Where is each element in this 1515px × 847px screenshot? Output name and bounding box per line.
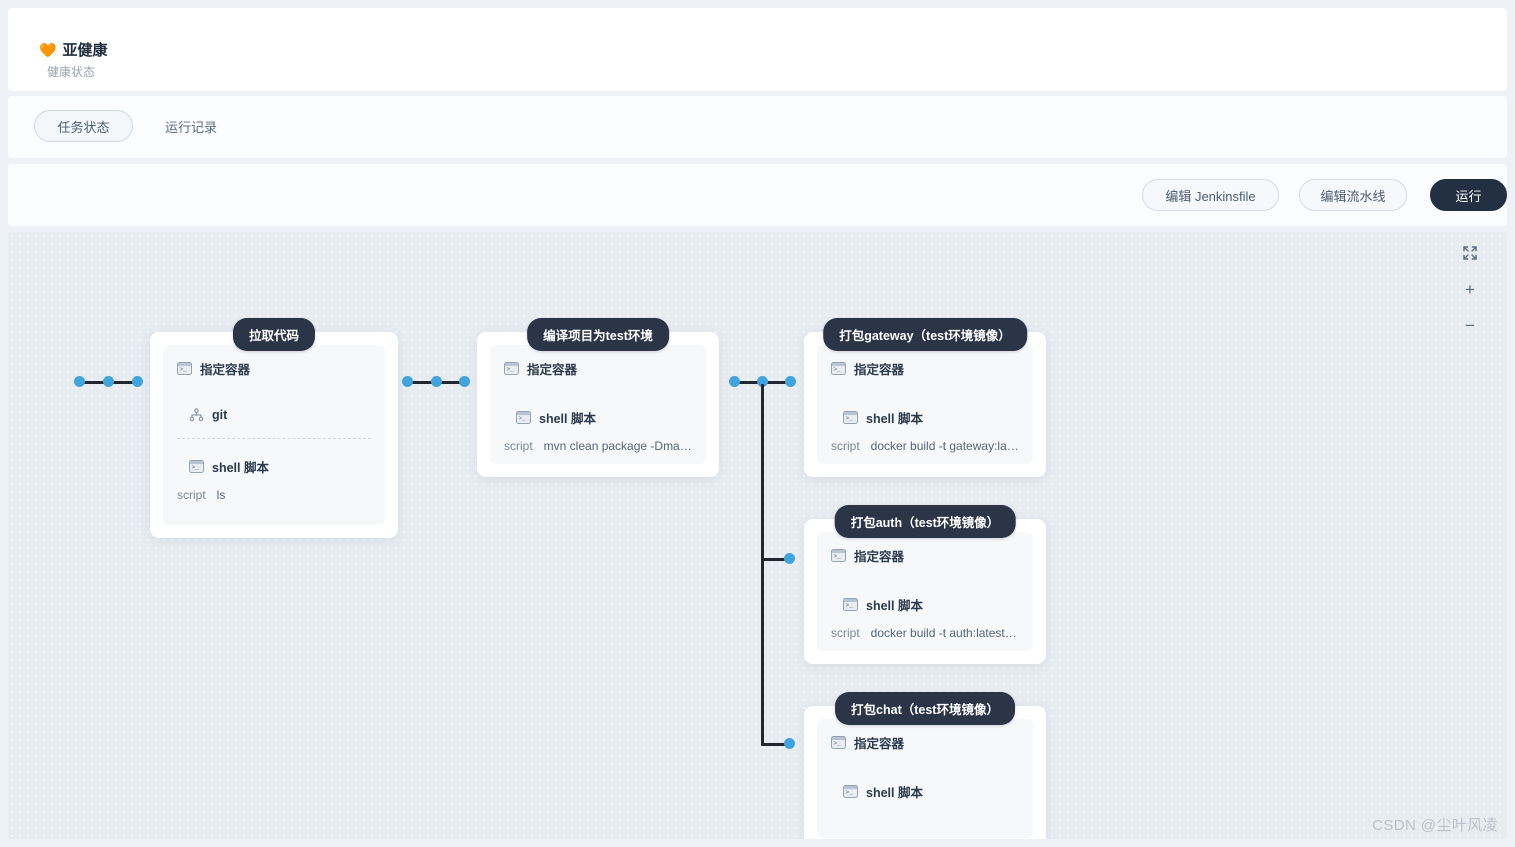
script-value: docker build -t gateway:late... [870,439,1019,453]
stage-card[interactable]: 指定容器 git [150,332,398,538]
step-container[interactable]: 指定容器 [831,733,1019,752]
stage-card[interactable]: 指定容器 shell 脚本 script docker build -t gat… [804,332,1046,477]
step-label: shell 脚本 [539,412,596,426]
script-row: script docker build -t gateway:late... [831,439,1019,453]
connector-dot [785,376,796,387]
step-label: 指定容器 [854,550,905,564]
script-key: script [831,439,860,453]
connector-trunk [761,384,764,744]
terminal-icon [831,362,846,375]
connector-branch-line [761,743,793,746]
step-container[interactable]: 指定容器 [831,359,1019,378]
step-label: shell 脚本 [866,599,923,613]
script-key: script [504,439,533,453]
step-container[interactable]: 指定容器 [831,546,1019,565]
terminal-icon [831,736,846,749]
terminal-icon [189,460,204,473]
terminal-icon [843,785,858,798]
connector-dot [784,553,795,564]
step-shell[interactable]: shell 脚本 [504,408,692,427]
connector-dot [132,376,143,387]
step-shell[interactable]: shell 脚本 [831,408,1019,427]
step-label: 指定容器 [527,363,578,377]
script-row: script mvn clean package -Dmav... [504,439,692,453]
connector-dot [103,376,114,387]
step-label: shell 脚本 [866,786,923,800]
connector-dot [784,738,795,749]
connector-dot [459,376,470,387]
page-subtitle: 健康状态 [47,65,96,79]
page-title: 🧡 亚健康 [39,39,107,60]
script-key: script [831,626,860,640]
stage-card[interactable]: 指定容器 shell 脚本 script docker build -t aut… [804,519,1046,664]
tab-bar: 任务状态 运行记录 [8,96,1507,158]
stage-body: 指定容器 shell 脚本 script mvn clean package -… [490,345,706,464]
step-label: 指定容器 [200,363,251,377]
script-value: mvn clean package -Dmav... [543,439,692,453]
tab-run-records[interactable]: 运行记录 [164,119,217,135]
stage-card[interactable]: 指定容器 shell 脚本 script mvn clean package -… [477,332,719,477]
stage-label: 编译项目为test环境 [527,318,669,351]
stage-body: 指定容器 shell 脚本 script docker build -t gat… [817,345,1033,464]
step-divider [177,438,371,439]
step-label: shell 脚本 [866,412,923,426]
run-button[interactable]: 运行 [1430,179,1507,211]
terminal-icon [843,411,858,424]
step-container[interactable]: 指定容器 [177,359,371,378]
script-row: script ls [177,488,371,502]
step-label: 指定容器 [854,363,905,377]
git-icon [189,408,204,422]
tab-task-status[interactable]: 任务状态 [34,110,133,142]
connector-dot [402,376,413,387]
pipeline-canvas[interactable]: + − [8,232,1507,839]
watermark: CSDN @尘叶风凌 [1372,817,1498,834]
stage-label: 打包gateway（test环境镜像） [823,318,1027,351]
terminal-icon [504,362,519,375]
connector-dot [431,376,442,387]
terminal-icon [516,411,531,424]
orange-heart-icon: 🧡 [39,41,57,58]
stage-body: 指定容器 shell 脚本 [817,719,1033,838]
step-label: 指定容器 [854,737,905,751]
step-shell[interactable]: shell 脚本 [831,782,1019,801]
script-value: docker build -t auth:latest -f... [870,626,1019,640]
stage-card[interactable]: 指定容器 shell 脚本 [804,706,1046,839]
terminal-icon [177,362,192,375]
stage-body: 指定容器 git [163,345,385,525]
terminal-icon [843,598,858,611]
zoom-out-icon[interactable]: − [1465,315,1475,335]
script-key: script [177,488,206,502]
terminal-icon [831,549,846,562]
step-shell[interactable]: shell 脚本 [831,595,1019,614]
stage-label: 打包chat（test环境镜像） [835,692,1015,725]
script-row: script docker build -t auth:latest -f... [831,626,1019,640]
pipeline-toolbar: 编辑 Jenkinsfile 编辑流水线 运行 [8,164,1507,226]
zoom-in-icon[interactable]: + [1465,279,1475,299]
fit-screen-icon[interactable] [1461,244,1479,262]
step-label: shell 脚本 [212,461,269,475]
edit-pipeline-button[interactable]: 编辑流水线 [1299,179,1407,211]
step-container[interactable]: 指定容器 [504,359,692,378]
canvas-zoom-controls: + − [1461,244,1479,334]
step-shell[interactable]: shell 脚本 [177,457,371,476]
stage-label: 打包auth（test环境镜像） [834,505,1016,538]
stage-label: 拉取代码 [232,318,316,351]
connector-dot [74,376,85,387]
connector-dot [757,376,768,387]
script-value: ls [216,488,226,502]
page-title-text: 亚健康 [62,42,108,59]
connector-dot [729,376,740,387]
stage-body: 指定容器 shell 脚本 script docker build -t aut… [817,532,1033,651]
edit-jenkinsfile-button[interactable]: 编辑 Jenkinsfile [1142,179,1279,211]
health-status-card: 🧡 亚健康 健康状态 [8,8,1507,91]
step-label: git [212,408,228,422]
step-git[interactable]: git [177,408,371,422]
connector-branch-line [761,558,793,561]
